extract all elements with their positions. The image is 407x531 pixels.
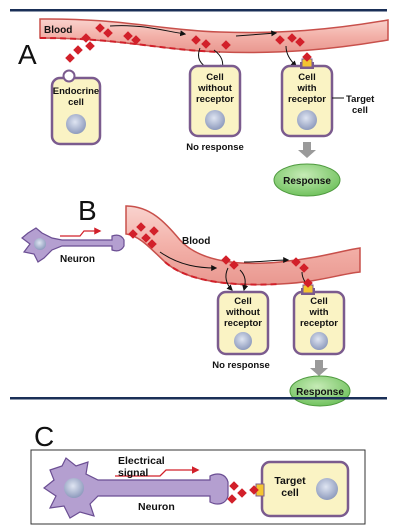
blood-label-b: Blood — [182, 236, 210, 247]
cell-with-receptor-label: Cell — [310, 296, 327, 307]
target-cell-label-line1: Target — [346, 94, 375, 105]
response-bubble-a — [273, 163, 341, 197]
panel-c-letter: C — [34, 421, 54, 452]
cell-without-receptor-b — [216, 290, 270, 356]
electrical-signal-label-line1: Electrical — [118, 455, 165, 467]
electrical-signal-label-line2: signal — [118, 467, 148, 479]
response-label-a: Response — [283, 176, 331, 187]
cell-without-receptor-label: receptor — [224, 318, 262, 329]
target-cell-label-line2: cell — [352, 105, 368, 116]
panel-b: B Blood Neuron — [21, 195, 361, 407]
down-arrow-icon — [310, 360, 328, 376]
vessel-wall-dash — [164, 261, 281, 286]
flow-arrow — [159, 251, 218, 271]
endocrine-cell-label-line2: cell — [68, 97, 84, 108]
cell-with-receptor-label: receptor — [300, 318, 338, 329]
top-rule — [10, 9, 387, 12]
cell-without-receptor-label: receptor — [196, 94, 234, 105]
neuron-label-b: Neuron — [60, 254, 95, 265]
cell-without-receptor-label: without — [225, 307, 261, 318]
no-response-label-b: No response — [212, 360, 270, 371]
neuron-b — [21, 227, 125, 263]
panel-c: C Electrical signal Neuron Target cell — [30, 421, 366, 525]
blood-label-a: Blood — [44, 25, 72, 36]
cell-with-receptor-label: receptor — [288, 94, 326, 105]
no-response-label-a: No response — [186, 142, 244, 153]
cell-with-receptor-label: Cell — [298, 72, 315, 83]
flow-arrow — [225, 267, 233, 291]
electrical-signal-arrow — [60, 227, 102, 237]
receptor-icon — [300, 62, 314, 69]
nucleus — [34, 238, 46, 250]
flow-arrow — [243, 257, 290, 264]
flow-arrow — [285, 45, 297, 67]
response-label-b: Response — [296, 387, 344, 398]
electrical-signal-arrow — [115, 466, 200, 477]
nucleus — [64, 478, 84, 498]
cell-without-receptor-label: without — [197, 83, 233, 94]
blood-vessel-b — [125, 205, 361, 286]
cell-without-receptor-label: Cell — [206, 72, 223, 83]
nucleus — [234, 332, 252, 350]
cell-without-receptor-label: Cell — [234, 296, 251, 307]
target-cell-label-c-line1: Target — [274, 475, 306, 487]
panel-a-letter: A — [18, 39, 37, 70]
target-cell-label-c-line2: cell — [281, 487, 299, 499]
nucleus — [297, 110, 317, 130]
cell-with-receptor-label: with — [309, 307, 329, 318]
secretion-vesicle — [62, 69, 76, 83]
neuron-c — [42, 457, 229, 519]
endocrine-cell-label-line1: Endocrine — [53, 86, 99, 97]
nucleus — [310, 332, 328, 350]
down-arrow-icon — [298, 142, 316, 158]
flow-arrow — [109, 25, 187, 37]
nucleus — [205, 110, 225, 130]
endocrine-cell — [50, 76, 102, 146]
flow-arrow — [239, 269, 249, 292]
panel-a: A Blood Endocri — [18, 18, 389, 197]
flow-arrow — [235, 30, 278, 37]
receptor-icon — [301, 288, 315, 295]
nucleus — [66, 114, 86, 134]
divider-rule — [10, 397, 387, 400]
neuron-label-c: Neuron — [138, 501, 175, 513]
panel-b-letter: B — [78, 195, 97, 226]
cell-with-receptor-b — [292, 290, 346, 356]
nucleus — [316, 478, 338, 500]
cell-without-receptor-a — [188, 64, 242, 138]
cell-with-receptor-label: with — [297, 83, 317, 94]
